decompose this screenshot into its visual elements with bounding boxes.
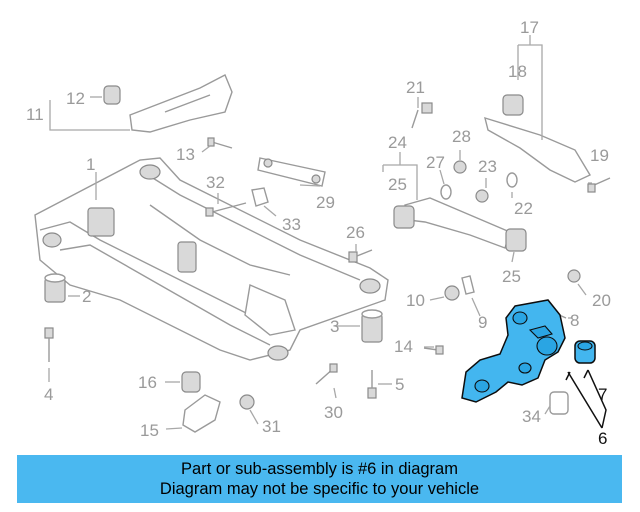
upper-arm-part <box>484 94 591 183</box>
callout-26: 26 <box>346 223 365 242</box>
bolt-21-part <box>411 102 433 129</box>
callout-13: 13 <box>176 145 195 164</box>
callout-12: 12 <box>66 89 85 108</box>
washer-22-part <box>506 172 518 188</box>
callout-24: 24 <box>388 133 407 152</box>
callout-10: 10 <box>406 291 425 310</box>
lateral-link-29-part <box>257 157 326 187</box>
callout-31: 31 <box>262 417 281 436</box>
callout-29: 29 <box>316 193 335 212</box>
nut-20-part <box>567 269 581 283</box>
bushing-2-part <box>44 273 66 303</box>
callout-5: 5 <box>395 375 404 394</box>
bolt-5-part <box>367 370 377 399</box>
callout-32: 32 <box>206 173 225 192</box>
callout-30: 30 <box>324 403 343 422</box>
callout-34: 34 <box>522 407 541 426</box>
callout-3: 3 <box>330 317 339 336</box>
callout-7[interactable]: 7 <box>598 385 607 404</box>
callout-22: 22 <box>514 199 533 218</box>
callout-8: 8 <box>570 311 579 330</box>
bolt-19-part <box>587 177 611 193</box>
banner-line-part-number: Part or sub-assembly is #6 in diagram <box>181 460 458 478</box>
callout-11: 11 <box>26 105 44 124</box>
nut-31-part <box>239 394 255 410</box>
callout-33: 33 <box>282 215 301 234</box>
bolt-30-part <box>315 363 338 385</box>
callout-17: 17 <box>520 18 539 37</box>
callout-21: 21 <box>406 78 425 97</box>
callout-27: 27 <box>426 153 445 172</box>
subframe-part <box>34 157 389 361</box>
callout-25-lower: 25 <box>502 267 521 286</box>
bushing-34-part <box>549 391 569 415</box>
callout-25-upper: 25 <box>388 175 407 194</box>
bracket-15-part <box>182 394 221 433</box>
callout-1: 1 <box>86 155 95 174</box>
bolt-26-part <box>348 249 373 263</box>
nut-10-part <box>444 285 460 301</box>
callout-23: 23 <box>478 157 497 176</box>
callout-4: 4 <box>44 385 53 404</box>
highlighted-knuckle-part-6[interactable] <box>461 299 566 403</box>
leader-lines <box>48 35 592 430</box>
washer-27-part <box>440 184 452 200</box>
plate-33-part <box>251 187 269 207</box>
callout-numbers: 1 2 3 4 5 6 7 8 9 10 11 12 13 14 15 16 1… <box>26 18 611 448</box>
plate-9-part <box>461 275 475 295</box>
callout-18: 18 <box>508 62 527 81</box>
toe-link-25-part <box>393 197 527 252</box>
callout-2: 2 <box>82 287 91 306</box>
callout-16: 16 <box>138 373 157 392</box>
nut-28-part <box>453 160 467 174</box>
callout-6[interactable]: 6 <box>598 429 607 448</box>
callout-19: 19 <box>590 146 609 165</box>
callout-9: 9 <box>478 313 487 332</box>
trailing-arm-part <box>103 74 233 133</box>
highlighted-leader-lines <box>565 369 607 429</box>
bolt-13-part <box>207 137 233 149</box>
parts-diagram: 1 2 3 4 5 6 7 8 9 10 11 12 13 14 15 16 1… <box>26 18 611 448</box>
bolt-32-part <box>205 202 247 217</box>
callout-15: 15 <box>140 421 159 440</box>
callout-14: 14 <box>394 337 413 356</box>
highlighted-bushing-part-7[interactable] <box>574 340 596 364</box>
bolt-14-part <box>423 345 444 355</box>
callout-28: 28 <box>452 127 471 146</box>
callout-20: 20 <box>592 291 611 310</box>
nut-23-part <box>475 189 489 203</box>
bushing-3-part <box>361 309 383 343</box>
bolt-4-part <box>44 327 54 362</box>
bushing-16-part <box>181 371 201 393</box>
banner-line-disclaimer: Diagram may not be specific to your vehi… <box>159 480 480 498</box>
diagram-notice-banner: Part or sub-assembly is #6 in diagram Di… <box>17 455 622 503</box>
